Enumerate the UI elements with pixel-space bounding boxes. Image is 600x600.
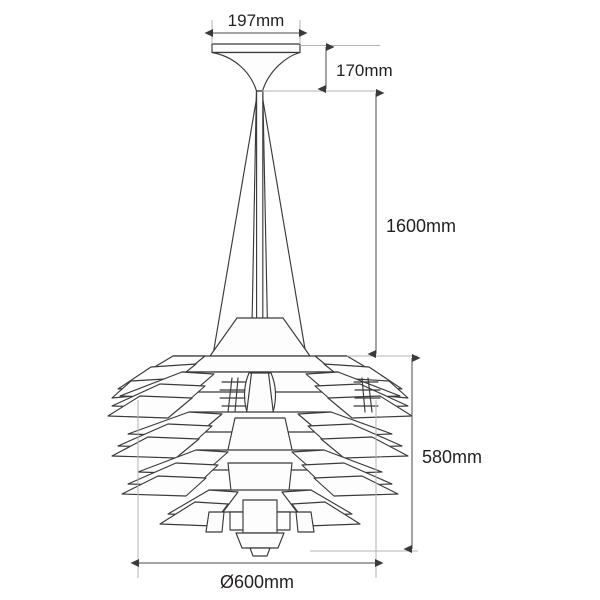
dimension-label-shade-height: 580mm [422, 447, 482, 467]
leaf-row-2 [107, 371, 413, 419]
dimension-lines [130, 29, 421, 567]
bottom-finial [235, 499, 285, 557]
shade-top-cone [209, 317, 311, 357]
shade-center-barrel [243, 372, 277, 419]
dimension-label-canopy-width: 197mm [228, 11, 285, 30]
leaf-row-4 [121, 449, 399, 497]
ceiling-canopy [211, 43, 301, 92]
center-flutes [219, 377, 381, 413]
dimension-label-shade-diameter: Ø600mm [220, 572, 294, 592]
suspension-cord [256, 90, 264, 353]
suspension-wires [212, 90, 307, 353]
dimension-label-canopy-height: 170mm [336, 61, 393, 80]
leaf-row-5 [159, 489, 361, 533]
dimension-label-suspension-drop: 1600mm [386, 216, 456, 236]
lamp-geometry [107, 43, 413, 557]
